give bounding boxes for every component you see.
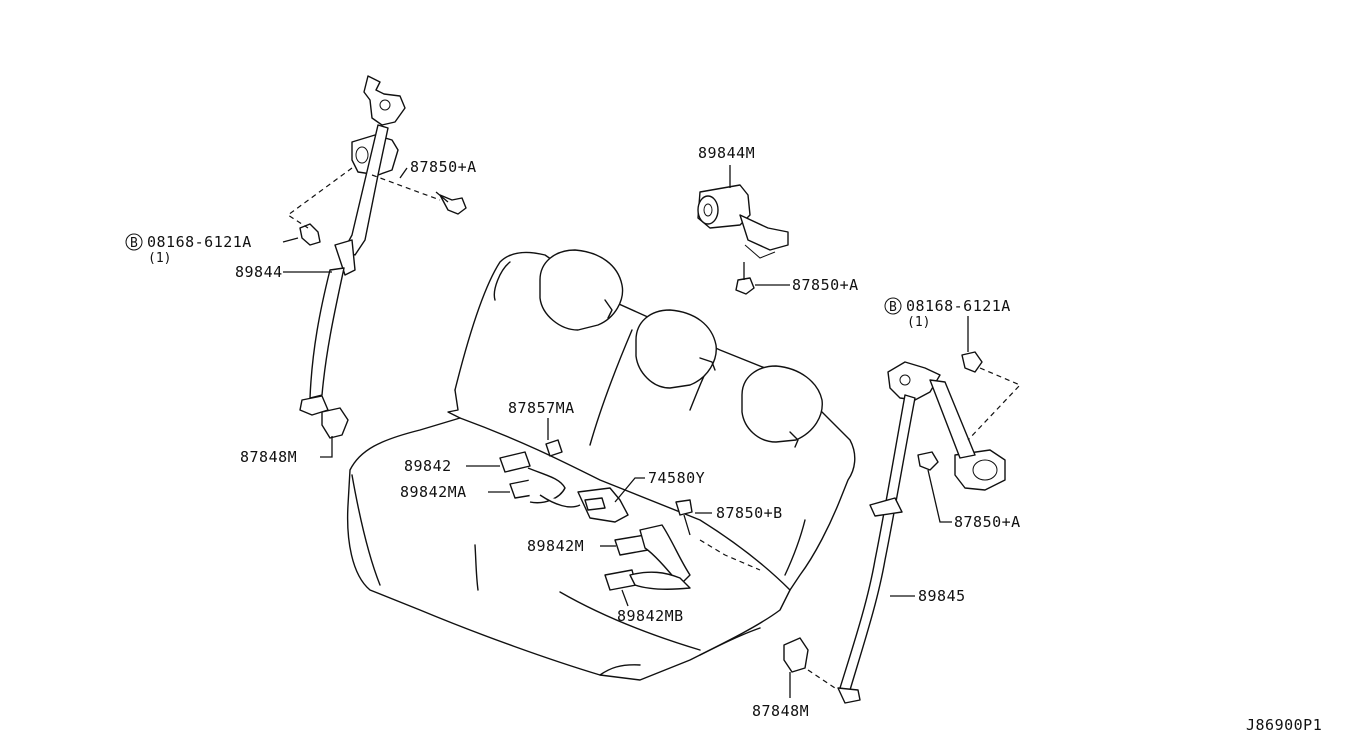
buckle-assembly (466, 418, 761, 607)
label-89845: 89845 (918, 587, 966, 605)
rear-seat-cushion (346, 417, 791, 681)
label-89844: 89844 (235, 263, 283, 281)
headrest-left (539, 249, 624, 331)
label-circle-b-left: B (130, 236, 138, 251)
label-87850a-right: 87850+A (954, 513, 1021, 531)
label-87850a-upper-left: 87850+A (410, 158, 477, 176)
diagram-id: J86900P1 (1246, 716, 1322, 734)
label-74580y: 74580Y (648, 469, 705, 487)
left-seat-belt-assembly (282, 75, 467, 458)
buckle-89842 (499, 451, 531, 473)
right-belt-retractor (954, 449, 1006, 491)
bolt-circle-icon-right (884, 297, 902, 315)
label-87850b: 87850+B (716, 504, 783, 522)
right-clip-bolt-icon (961, 351, 983, 373)
callout-labels: 87850+A B 08168-6121A (1) 89844 87848M 8… (125, 144, 1322, 734)
left-upper-bolt-icon (439, 194, 467, 215)
label-qty-left: (1) (148, 251, 171, 266)
label-89842m: 89842M (527, 537, 584, 555)
label-89842: 89842 (404, 457, 452, 475)
bolt-circle-icon-left (125, 233, 143, 251)
headrest-center (635, 309, 717, 389)
buckle-89842mb (604, 569, 637, 591)
label-89842mb: 89842MB (617, 607, 684, 625)
label-08168-left: 08168-6121A (147, 233, 252, 251)
label-87848m-right: 87848M (752, 702, 809, 720)
right-seat-belt-assembly (783, 316, 1022, 704)
right-bolt-icon (917, 451, 939, 471)
label-qty-right: (1) (907, 315, 930, 330)
label-87850a-center: 87850+A (792, 276, 859, 294)
label-87857ma: 87857MA (508, 399, 575, 417)
nut-icon (545, 439, 563, 457)
right-belt-upper-anchor (887, 361, 941, 401)
headrest-right (741, 365, 823, 443)
label-08168-right: 08168-6121A (906, 297, 1011, 315)
center-bolt-icon (735, 277, 755, 295)
label-89842ma: 89842MA (400, 483, 467, 501)
label-87848m-left: 87848M (240, 448, 297, 466)
left-belt-cover (321, 407, 349, 439)
buckle-bolt-icon (675, 499, 693, 516)
label-89844m: 89844M (698, 144, 755, 162)
center-retractor-assembly (697, 165, 790, 295)
rear-seat-back (447, 249, 856, 591)
left-clip-bolt-icon (299, 223, 321, 246)
label-circle-b-right: B (889, 300, 897, 315)
right-belt-cover (783, 637, 809, 673)
